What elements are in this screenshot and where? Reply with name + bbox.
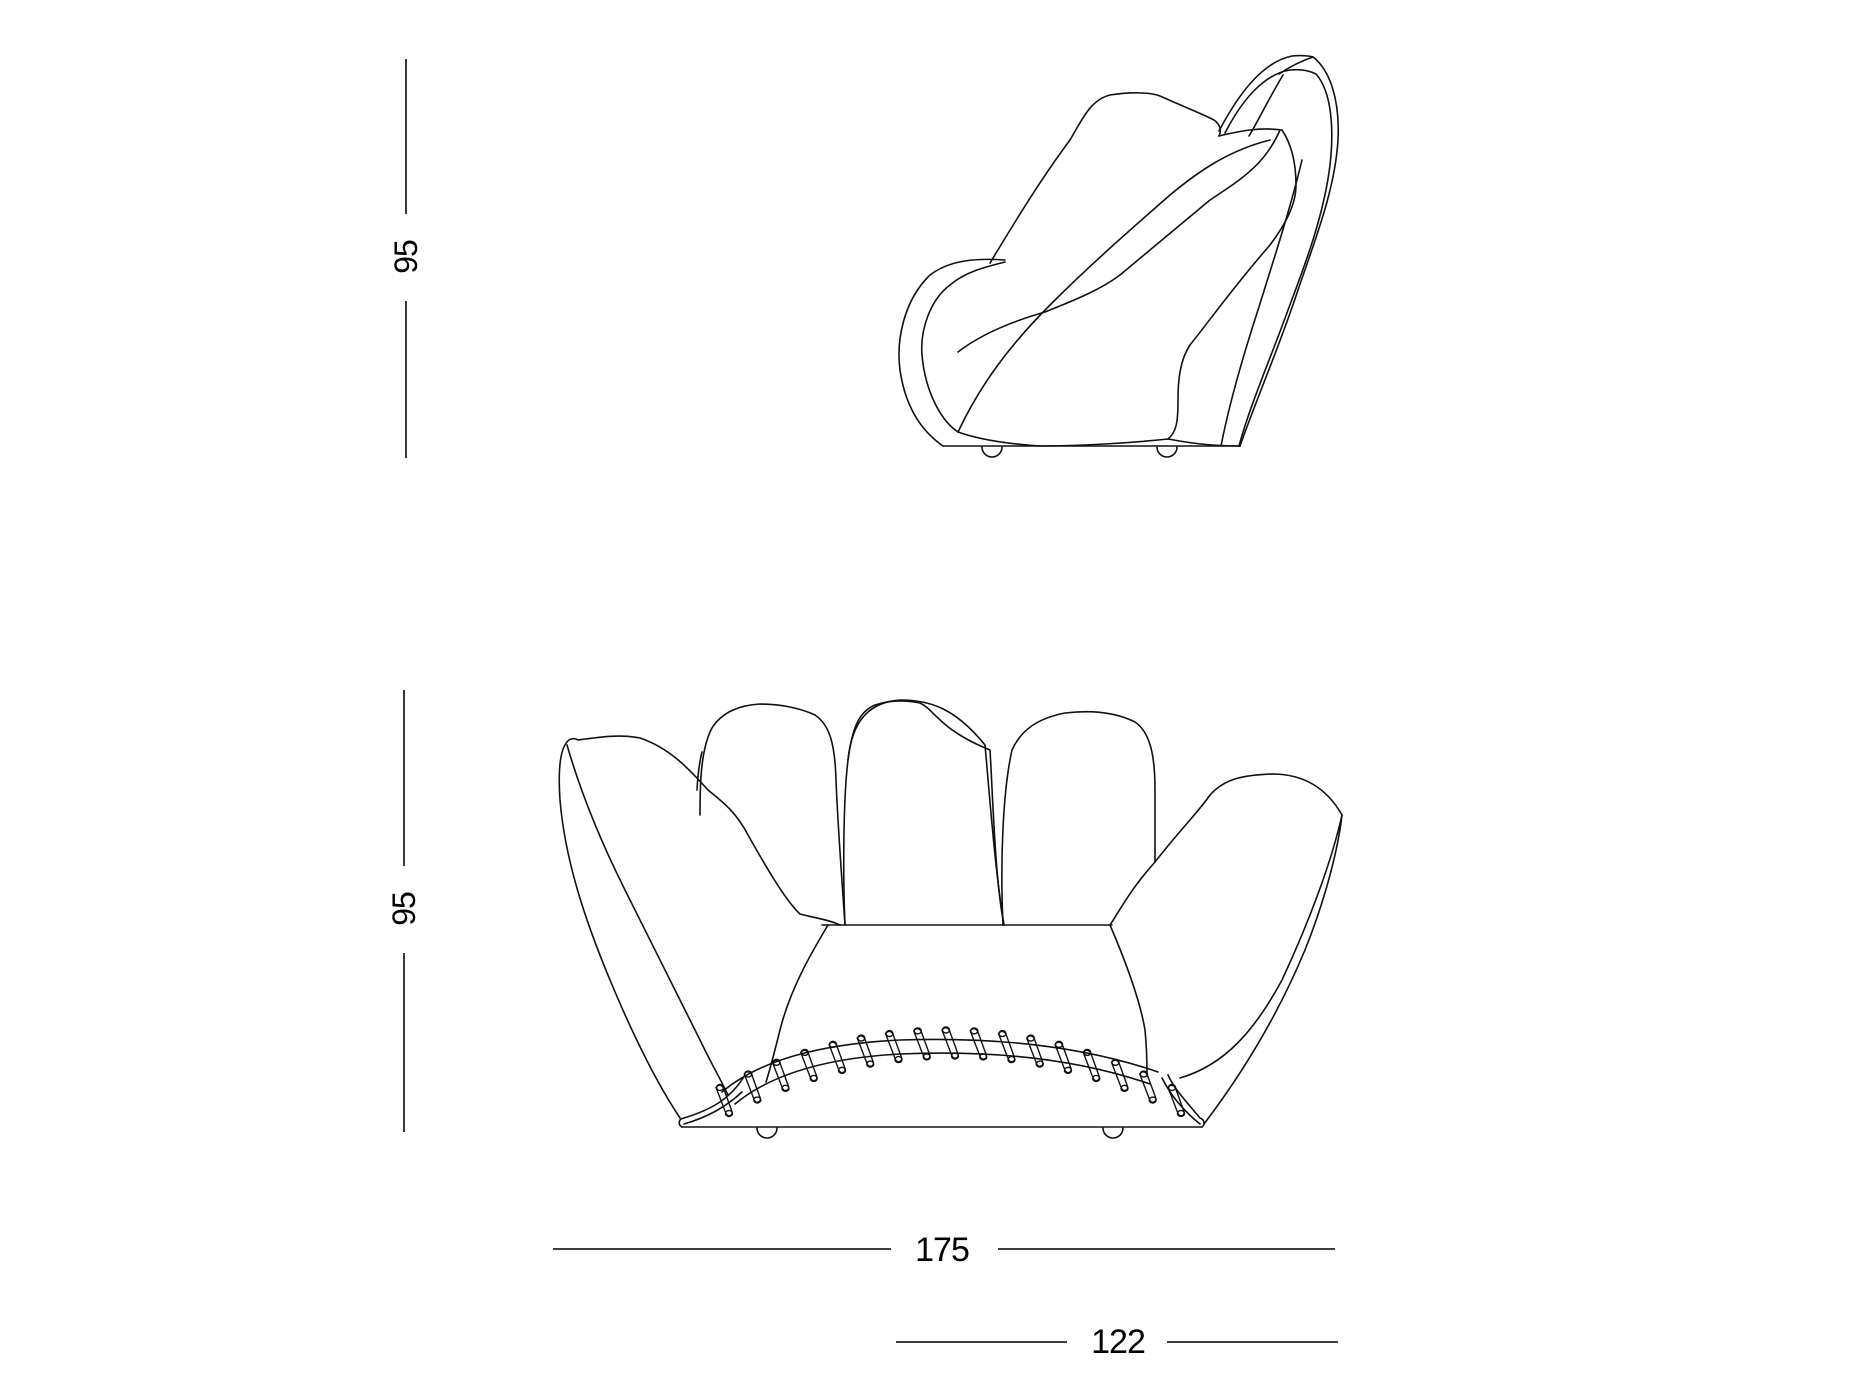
side-view-chair bbox=[898, 54, 1340, 458]
lace-eyelet bbox=[1120, 1084, 1129, 1093]
front-finger-1 bbox=[699, 703, 846, 926]
side-foot-back bbox=[1156, 446, 1178, 458]
front-left-arm-top bbox=[566, 735, 841, 926]
lace-eyelet bbox=[744, 1070, 753, 1078]
side-finger-cushion bbox=[989, 92, 1222, 264]
side-height-dimension: 95 bbox=[388, 59, 424, 458]
lace-eyelet bbox=[724, 1109, 734, 1118]
front-left-corner bbox=[678, 1074, 746, 1128]
lace-eyelet bbox=[857, 1034, 866, 1042]
lace-eyelet bbox=[866, 1060, 875, 1068]
side-height-label: 95 bbox=[388, 240, 424, 274]
lace-eyelet bbox=[913, 1027, 922, 1035]
lace-eyelet bbox=[1167, 1083, 1177, 1092]
lace-eyelet bbox=[1026, 1034, 1035, 1042]
lace-eyelet bbox=[1054, 1040, 1064, 1049]
front-view-chair bbox=[558, 699, 1343, 1139]
lace-eyelet bbox=[1063, 1066, 1073, 1075]
lace-eyelet bbox=[950, 1052, 960, 1060]
lace-eyelet bbox=[1148, 1096, 1157, 1104]
lace-eyelet bbox=[837, 1066, 847, 1075]
side-arm-top-back bbox=[1167, 128, 1297, 440]
depth-dimension: 122 bbox=[896, 1323, 1338, 1361]
lace-eyelet bbox=[772, 1058, 781, 1067]
side-arm-diagonal bbox=[957, 139, 1271, 433]
lace-eyelet bbox=[781, 1084, 790, 1093]
front-foot-right bbox=[1102, 1127, 1124, 1139]
lace-band-tail-right bbox=[1161, 1077, 1201, 1125]
lace-eyelet bbox=[1139, 1070, 1148, 1078]
lace-eyelet bbox=[715, 1083, 725, 1092]
lace-eyelet bbox=[1092, 1074, 1101, 1083]
lace-eyelet bbox=[828, 1040, 838, 1049]
width-dimension: 175 bbox=[553, 1231, 1335, 1269]
front-finger-2-fix bbox=[847, 699, 1005, 926]
front-seat-right-side bbox=[1109, 924, 1148, 1076]
lace-eyelet bbox=[809, 1074, 818, 1083]
front-foot-left bbox=[756, 1127, 778, 1139]
side-arm-outer-curve bbox=[898, 258, 1006, 447]
front-seat-left-side bbox=[765, 924, 829, 1083]
front-left-arm-inner bbox=[566, 744, 729, 1096]
lace-eyelet bbox=[753, 1096, 762, 1104]
front-height-label: 95 bbox=[386, 892, 422, 926]
front-height-dimension: 95 bbox=[386, 690, 422, 1132]
front-right-arm-inner bbox=[1179, 814, 1343, 1079]
front-right-arm-top bbox=[1109, 773, 1343, 926]
lace-band-tail-left bbox=[683, 1091, 743, 1125]
front-right-arm-outer bbox=[1203, 814, 1343, 1125]
lace-eyelet bbox=[894, 1055, 903, 1064]
lace-eyelet bbox=[1111, 1058, 1120, 1067]
lace-eyelet bbox=[1083, 1048, 1092, 1057]
lace-eyelet bbox=[800, 1048, 809, 1057]
side-back-front-edge bbox=[1220, 159, 1303, 447]
lace-eyelet bbox=[1176, 1109, 1186, 1118]
lace-eyelet bbox=[979, 1053, 988, 1061]
lace-eyelet bbox=[922, 1053, 931, 1061]
side-back-outer bbox=[1218, 54, 1340, 447]
side-seat-curve bbox=[957, 431, 1241, 447]
lace-eyelet bbox=[998, 1029, 1007, 1038]
lace-loops bbox=[715, 1026, 1186, 1118]
front-finger-1-hidden bbox=[696, 751, 703, 791]
front-finger-3 bbox=[1001, 710, 1156, 926]
side-back-rear bbox=[1248, 74, 1284, 137]
side-arm-top bbox=[957, 129, 1281, 353]
depth-label: 122 bbox=[1091, 1323, 1145, 1361]
lace-band-top bbox=[721, 1038, 1159, 1093]
lace-eyelet bbox=[885, 1029, 894, 1038]
width-label: 175 bbox=[915, 1231, 969, 1269]
lace-band-bottom bbox=[734, 1052, 1151, 1105]
front-left-arm-outer bbox=[558, 741, 681, 1119]
lace-eyelet bbox=[970, 1027, 979, 1035]
side-back-inner bbox=[1224, 68, 1333, 447]
side-foot-front bbox=[981, 446, 1003, 458]
lace-eyelet bbox=[941, 1026, 951, 1034]
lace-eyelet bbox=[1007, 1055, 1016, 1064]
side-back-top-seam bbox=[1278, 56, 1314, 75]
side-arm-inner-curve bbox=[920, 261, 1006, 433]
front-finger-2 bbox=[842, 700, 1005, 926]
lace-eyelet bbox=[1035, 1060, 1044, 1068]
front-lacing bbox=[683, 1026, 1201, 1125]
